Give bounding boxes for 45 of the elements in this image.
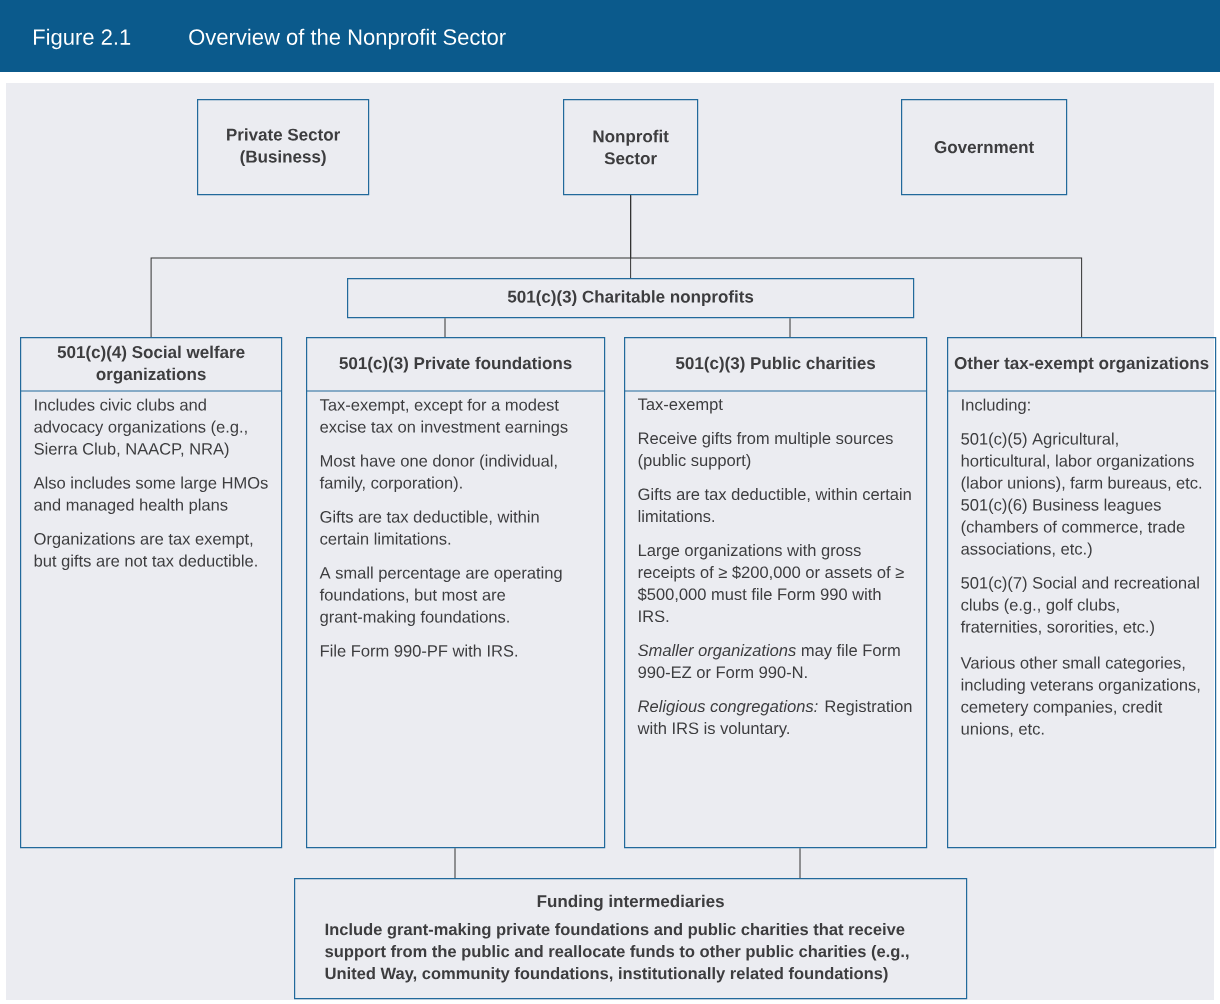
description-text: Tax-exempt, except for a modest excise tax on investment earnings <box>320 398 568 436</box>
figure-title: Overview of the Nonprofit Sector <box>189 28 506 50</box>
sector-box <box>901 99 1068 196</box>
connector-line <box>454 847 456 879</box>
connector-line <box>789 317 791 338</box>
category-box <box>294 878 968 1000</box>
sector-box <box>563 99 699 196</box>
description-text: Various other small categories, including veterans organizations, cemetery companies, credit unions, etc. <box>960 656 1200 737</box>
category-box <box>947 337 1217 849</box>
category-bar <box>347 278 915 319</box>
connector-line <box>799 847 801 879</box>
sector-box <box>197 99 370 196</box>
description-text: Organizations are tax exempt, but gifts are not tax deductible. <box>34 532 257 570</box>
category-box <box>20 337 283 849</box>
box-heading: 501(c)(3) Public charities <box>676 356 876 373</box>
box-heading: Other tax-exempt organizations <box>954 356 1209 373</box>
box-label: 501(c)(3) Charitable nonprofits <box>507 290 754 307</box>
category-box <box>624 337 928 849</box>
box-heading: Funding intermediaries <box>537 894 724 911</box>
description-text: 501(c)(7) Social and recreational clubs (e.g., golf clubs, fraternities, sororities, etc.) <box>960 576 1199 636</box>
description-text: Tax-exempt <box>638 398 723 414</box>
description-text: Most have one donor (individual, family, corporation). <box>319 454 557 492</box>
description-text: Large organizations with gross receipts of ≥ $200,000 or assets of ≥ $500,000 must file Form 990 with IRS. <box>637 544 904 623</box>
description-text: Including: <box>962 398 1030 414</box>
description-text: Religious congregations: Registration with IRS is voluntary. <box>637 700 912 738</box>
description-text: 501(c)(5) Agricultural, horticultural, labor organizations (labor unions), farm bureaus, etc. <box>961 432 1202 492</box>
description-text: 501(c)(6) Business leagues (chambers of commerce, trade associations, etc.) <box>961 498 1185 558</box>
description-text: Gifts are tax deductible, within certain limitations. <box>638 488 911 523</box>
box-heading: 501(c)(4) Social welfare organizations <box>57 345 245 384</box>
box-label: Private Sector (Business) <box>227 128 340 167</box>
figure-number: Figure 2.1 <box>34 28 131 50</box>
box-label: Government <box>934 141 1034 154</box>
category-box <box>306 337 606 849</box>
description-text: Also includes some large HMOs and managed health plans <box>33 476 268 514</box>
connector-line <box>444 317 446 338</box>
description-text: Include grant-making private foundations and public charities that receive support from the public and reallocate funds to other public charities (e.g., United Way, community foundations, institutionally related foundations) <box>325 923 909 983</box>
description-text: Receive gifts from multiple sources (public support) <box>638 432 893 470</box>
box-label: Nonprofit Sector <box>593 129 669 165</box>
connector-line <box>630 194 1083 338</box>
description-text: Includes civic clubs and advocacy organizations (e.g., Sierra Club, NAACP, NRA) <box>34 398 247 458</box>
description-text: Smaller organizations may file Form 990-EZ or Form 990-N. <box>638 644 900 679</box>
description-text: Gifts are tax deductible, within certain limitations. <box>320 510 539 545</box>
box-heading: 501(c)(3) Private foundations <box>339 356 572 373</box>
description-text: File Form 990-PF with IRS. <box>320 644 518 657</box>
description-text: A small percentage are operating foundations, but most are grant-making foundations. <box>319 566 562 626</box>
